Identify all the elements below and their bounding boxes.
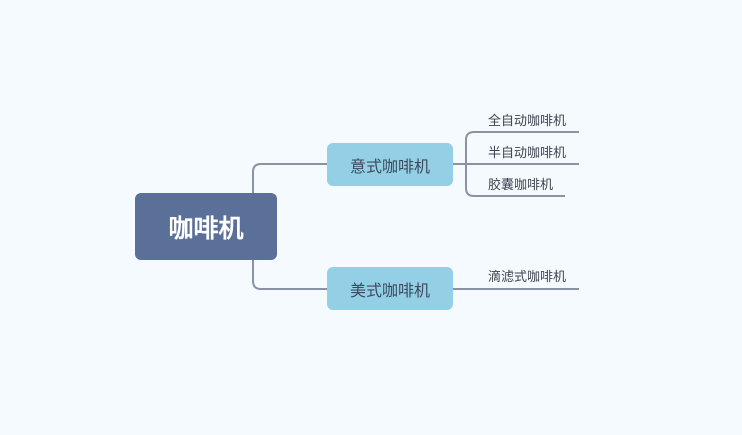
root-node[interactable]: 咖啡机 (135, 193, 277, 260)
leaf-node-automatic[interactable]: 全自动咖啡机 (488, 114, 567, 129)
connector-root-espresso (252, 163, 327, 193)
branch-label: 意式咖啡机 (349, 156, 430, 176)
connector-root-american (252, 260, 327, 290)
leaf-node-drip[interactable]: 滴滤式咖啡机 (488, 270, 567, 285)
root-label: 咖啡机 (168, 213, 244, 243)
branch-node-american[interactable]: 美式咖啡机 (327, 267, 453, 310)
branch-node-espresso[interactable]: 意式咖啡机 (327, 143, 453, 186)
leaf-node-semiautomatic[interactable]: 半自动咖啡机 (488, 146, 567, 161)
branch-label: 美式咖啡机 (349, 280, 430, 300)
leaf-node-capsule[interactable]: 胶囊咖啡机 (488, 178, 554, 193)
